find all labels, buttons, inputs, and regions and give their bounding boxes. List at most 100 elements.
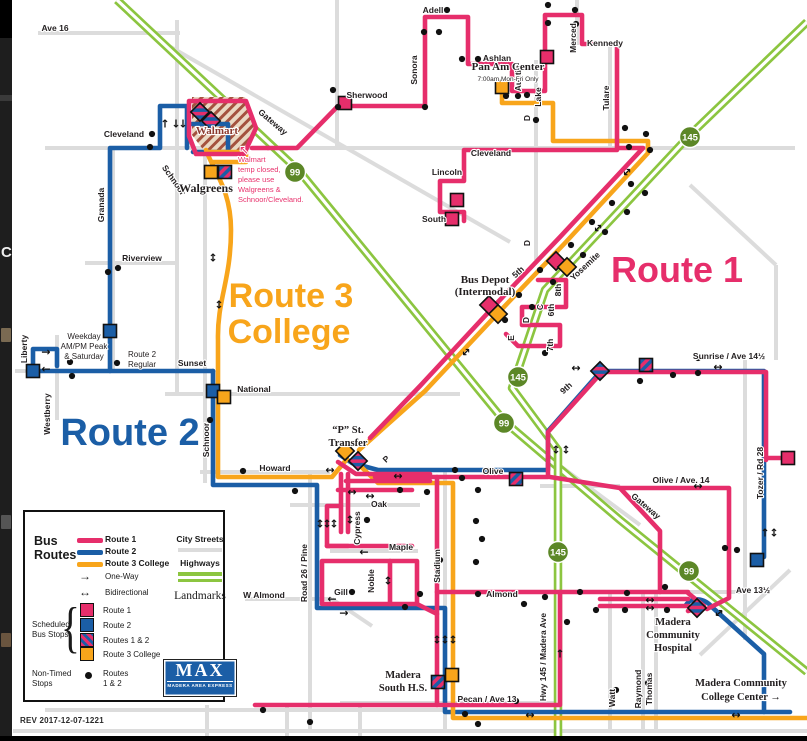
non-timed-stop [239,467,247,475]
direction-arrow-icon: ↕ [345,514,354,527]
non-timed-stop [348,588,356,596]
non-timed-stop [592,606,600,614]
street-label: Cleveland [471,148,511,158]
street-label: please use [238,175,274,184]
street-label: Granada [96,187,106,222]
street-label: 7th [545,339,555,352]
landmark-label: (Intermodal) [455,286,516,298]
max-logo: MAX MADERA AREA EXPRESS [163,659,237,697]
landmark-label: College Center → [701,692,781,703]
legend-nontimed-label2: Stops [32,679,53,688]
non-timed-stop [68,372,76,380]
non-timed-stop [721,544,729,552]
city-street [698,568,792,657]
non-timed-stops-layer [66,1,741,728]
direction-arrow-icon: ↓ [178,118,187,131]
revision-label: REV 2017-12-07-1221 [20,716,104,725]
sidebar-thumbnail[interactable] [1,633,11,647]
max-logo-tagline: MADERA AREA EXPRESS [167,681,233,688]
direction-arrow-icon: ↕ [769,527,778,540]
direction-arrow-icon: ↕ [432,634,441,647]
non-timed-stop [104,268,112,276]
street-label: Adell [423,5,444,15]
scheduled-stop-r1 [337,95,353,111]
sidebar-thumbnail[interactable] [1,515,11,529]
legend-nontimed-label1: Non-Timed [32,669,72,678]
non-timed-stop [458,55,466,63]
scheduled-stop-r12 [430,674,446,690]
legend-route2-label: Route 2 [105,546,137,556]
sidebar-thumbnail[interactable] [1,328,11,342]
non-timed-stop [588,218,596,226]
non-timed-stop [563,618,571,626]
non-timed-stop [669,371,677,379]
legend-stop1-label: Route 1 [103,606,132,615]
street-label: Schnoor/Cleveland. [238,195,303,204]
street-label: Westberry [42,393,52,435]
street-label: Regular [128,360,156,369]
non-timed-stop [148,130,156,138]
non-timed-stop [291,487,299,495]
street-label: AM/PM Peak [61,342,109,351]
scheduled-stop-r1 [780,450,796,466]
street-label: Weekday [67,332,100,341]
direction-arrow-icon: ← [327,593,336,606]
non-timed-stop [146,143,154,151]
non-timed-stop [644,679,652,687]
street-label: Cypress [352,511,362,545]
direction-arrow-icon: → [41,346,50,359]
route1-line [617,485,663,595]
direction-arrows-layer: →←↑↓↓↕↕↔↔↔↔↕↕↕↕←↕←→↕↕↕↑↕↕↔↔↔↑↕↔↔↔↔↔↔↔↔ [41,118,778,722]
non-timed-stop [329,86,337,94]
landmark-label: Community [646,630,700,641]
city-street [688,183,778,267]
non-timed-stop [532,116,540,124]
non-timed-stop [694,369,702,377]
non-timed-stop [113,359,121,367]
non-timed-stop [114,264,122,272]
street-label: Olive / Ave. 14 [652,475,709,485]
street-label: Gill [334,587,348,597]
route1-line [437,147,620,224]
direction-arrow-icon: ↔ [731,709,740,722]
route-title-label: College [228,313,351,351]
street-label: & Saturday [64,352,104,361]
route1-line [414,601,440,617]
non-timed-stop [474,720,482,728]
street-label: Road 26 / Pine [299,544,309,602]
routes12-stop-swatch [80,633,94,647]
non-timed-stop [259,706,267,714]
highway-badge-shield [677,559,701,583]
scheduled-stop-r12 [638,357,654,373]
street-label: Ashlan [483,53,511,63]
street-label: Olive [483,466,504,476]
route1-line [186,98,259,157]
landmark-label: “P” St. [332,425,364,436]
non-timed-stop [663,606,671,614]
scheduled-stop-r12 [189,101,211,123]
city-street-swatch [178,548,222,552]
street-label: Tulare [601,85,611,110]
direction-arrow-icon: → [339,607,348,620]
direction-arrow-icon: ↑ [760,527,769,540]
street-label: Walgreens & [238,185,281,194]
non-timed-stop [576,588,584,596]
scheduled-stop-r1 [539,49,555,65]
street-label: Merced [568,23,578,53]
legend-oneway-label: One-Way [105,572,139,581]
direction-arrow-icon: ↕ [440,634,449,647]
non-timed-stop [571,6,579,14]
non-timed-stop [474,486,482,494]
non-timed-stop [515,291,523,299]
legend-nontimed-routes1: Routes [103,669,129,678]
direction-arrow-icon: ↕ [551,444,560,457]
route3-line-swatch [77,562,103,567]
scheduled-stop-r12 [686,597,708,619]
scheduled-stop-r3 [216,389,232,405]
route1-stop-swatch [80,603,94,617]
direction-arrow-icon: ↔ [325,464,334,477]
non-timed-stop [536,266,544,274]
bracket-icon: { [61,597,80,659]
non-timed-stop [306,718,314,726]
